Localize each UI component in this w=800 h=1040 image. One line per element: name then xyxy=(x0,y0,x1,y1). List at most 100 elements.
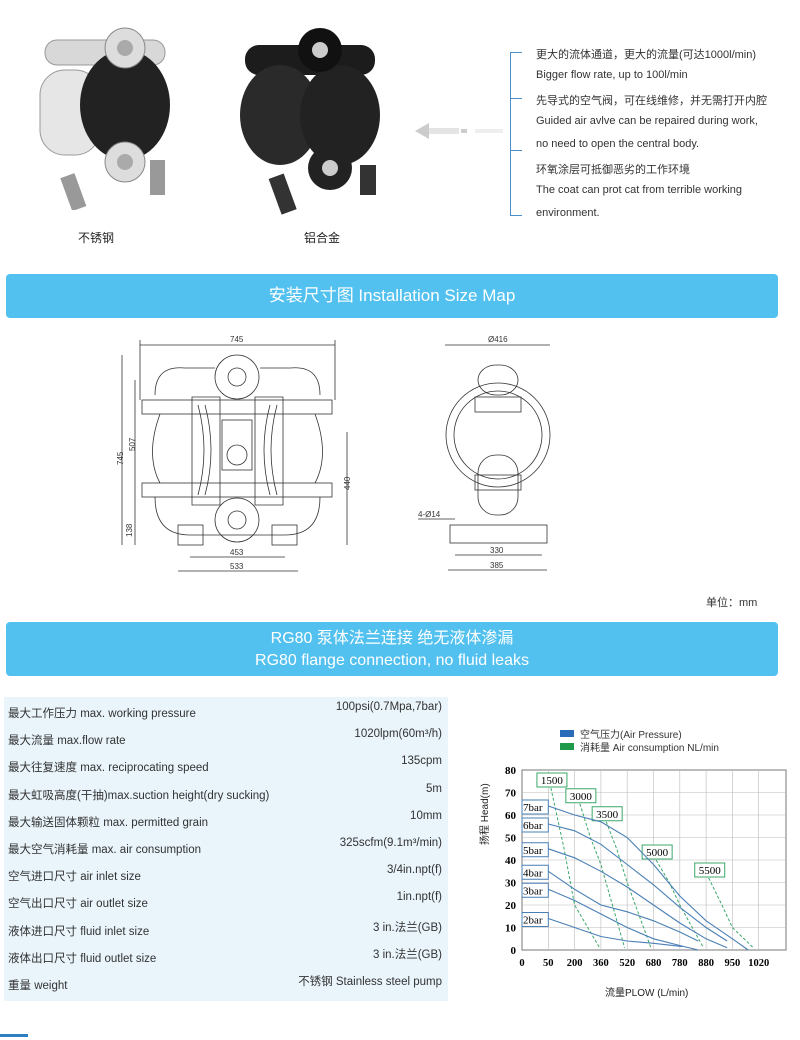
pressure-label: 7bar xyxy=(523,802,543,814)
pressure-label-box xyxy=(521,817,549,833)
consumption-line-5000 xyxy=(655,859,704,949)
x-tick-label: 880 xyxy=(698,958,714,969)
dim-507: 507 xyxy=(128,437,137,451)
spec-key: 最大流量 max.flow rate xyxy=(8,735,126,748)
pressure-label: 2bar xyxy=(523,915,543,927)
x-tick-label: 950 xyxy=(725,958,741,969)
stainless-pump-image xyxy=(39,27,170,210)
x-tick-label: 680 xyxy=(646,958,662,969)
consumption-label-box xyxy=(694,862,726,878)
dim-533: 533 xyxy=(230,562,244,571)
consumption-line-3000 xyxy=(579,803,626,948)
pressure-line-3bar xyxy=(548,888,699,951)
pressure-label: 5bar xyxy=(523,845,543,857)
flange-banner-cn: RG80 泵体法兰连接 绝无液体渗漏 xyxy=(270,630,514,647)
stainless-caption: 不锈钢 xyxy=(78,231,115,245)
spec-value: 10mm xyxy=(410,809,442,822)
installation-drawing: 745 745 507 440 138 453 533 Ø416 4-Ø14 3… xyxy=(116,335,551,572)
x-tick-label: 520 xyxy=(619,958,635,969)
spec-key: 最大输送固体颗粒 max. permitted grain xyxy=(8,816,209,829)
chart-xlabel: 流量PLOW (L/min) xyxy=(605,988,689,999)
spec-key: 空气进口尺寸 air inlet size xyxy=(8,871,141,884)
pressure-line-7bar xyxy=(548,805,749,951)
spec-key: 最大往复速度 max. reciprocating speed xyxy=(8,762,209,775)
pressure-line-6bar xyxy=(548,823,728,942)
pressure-label: 6bar xyxy=(523,820,543,832)
chart-legend: 空气压力(Air Pressure) 消耗量 Air consumption N… xyxy=(560,727,719,754)
pressure-line-2bar xyxy=(548,917,683,948)
spec-key: 空气出口尺寸 air outlet size xyxy=(8,898,148,911)
pressure-label-box xyxy=(521,842,549,858)
spec-value: 3 in.法兰(GB) xyxy=(372,921,442,934)
pressure-line-5bar xyxy=(548,848,728,949)
y-tick-label: 0 xyxy=(511,945,517,957)
spec-value: 3 in.法兰(GB) xyxy=(372,948,442,961)
x-tick-label: 0 xyxy=(519,958,524,969)
dim-height: 745 xyxy=(116,451,125,465)
y-tick-label: 50 xyxy=(505,833,517,845)
spec-value: 325scfm(9.1m³/min) xyxy=(339,837,442,849)
dim-diameter: Ø416 xyxy=(488,335,508,344)
x-tick-label: 1020 xyxy=(748,958,769,969)
feature-text: no need to open the central body. xyxy=(536,138,700,150)
spec-value: 3/4in.npt(f) xyxy=(387,864,442,877)
spec-row: 液体出口尺寸 fluid outlet size 3 in.法兰(GB) xyxy=(8,944,442,971)
flange-banner: RG80 泵体法兰连接 绝无液体渗漏 RG80 flange connectio… xyxy=(6,622,778,676)
feature-text: 先导式的空气阀，可在线维修，并无需打开内腔 xyxy=(536,95,767,107)
dim-138: 138 xyxy=(125,523,134,537)
pressure-label: 3bar xyxy=(523,885,543,897)
dim-width: 745 xyxy=(230,335,244,344)
unit-label: 单位：mm xyxy=(706,597,758,609)
legend-label: 消耗量 Air consumption NL/min xyxy=(580,743,719,754)
y-tick-label: 70 xyxy=(505,788,517,800)
x-tick-label: 360 xyxy=(593,958,609,969)
pressure-label-box xyxy=(521,912,549,927)
flange-banner-en: RG80 flange connection, no fluid leaks xyxy=(255,652,529,669)
feature-text: 更大的流体通道，更大的流量(可达1000l/min) xyxy=(536,49,757,61)
spec-key: 液体出口尺寸 fluid outlet size xyxy=(8,952,157,965)
spec-table: 最大工作压力 max. working pressure 100psi(0.7Mp… xyxy=(4,697,448,1001)
spec-value: 100psi(0.7Mpa,7bar) xyxy=(335,701,442,713)
x-tick-label: 200 xyxy=(567,958,583,969)
dim-385: 385 xyxy=(490,561,504,570)
consumption-label-box xyxy=(536,772,568,788)
y-tick-label: 40 xyxy=(505,855,517,867)
spec-value: 135cpm xyxy=(401,755,442,768)
legend-item-consumption: 消耗量 Air consumption NL/min xyxy=(560,740,719,754)
feature-text: Guided air avlve can be repaired during … xyxy=(536,115,758,127)
legend-item-pressure: 空气压力(Air Pressure) xyxy=(560,727,719,741)
x-tick-label: 780 xyxy=(672,958,688,969)
spec-value: 1020lpm(60m³/h) xyxy=(354,728,442,741)
consumption-label: 5000 xyxy=(646,847,669,859)
consumption-label: 1500 xyxy=(541,775,564,787)
spec-row: 最大往复速度 max. reciprocating speed 135cpm xyxy=(8,753,442,780)
aluminum-pump-image xyxy=(240,28,380,215)
y-tick-label: 20 xyxy=(505,900,517,912)
spec-key: 重量 weight xyxy=(8,980,68,992)
dim-holes: 4-Ø14 xyxy=(418,510,441,519)
feature-text: Bigger flow rate, up to 100l/min xyxy=(536,69,688,81)
y-tick-label: 60 xyxy=(505,810,517,822)
feature-text: environment. xyxy=(536,207,600,219)
chart-ylabel: 扬程 Head(m) xyxy=(480,783,491,845)
footer-line xyxy=(0,1034,28,1037)
consumption-label-box xyxy=(591,806,623,822)
legend-label: 空气压力(Air Pressure) xyxy=(580,730,682,741)
pressure-line-4bar xyxy=(547,870,699,942)
installation-banner: 安装尺寸图 Installation Size Map xyxy=(6,274,778,318)
dim-440: 440 xyxy=(343,476,352,490)
consumption-line-1500 xyxy=(550,787,601,949)
y-tick-label: 30 xyxy=(505,878,517,890)
consumption-label-box xyxy=(641,844,673,860)
feature-text: The coat can prot cat from terrible work… xyxy=(536,184,743,196)
spec-key: 最大工作压力 max. working pressure xyxy=(8,708,196,720)
spec-row: 最大流量 max.flow rate 1020lpm(60m³/h) xyxy=(8,726,442,753)
dim-330: 330 xyxy=(490,546,504,555)
pressure-label-box xyxy=(521,799,549,815)
y-tick-label: 80 xyxy=(505,765,517,777)
feature-text: 环氧涂层可抵御恶劣的工作环境 xyxy=(536,164,690,176)
